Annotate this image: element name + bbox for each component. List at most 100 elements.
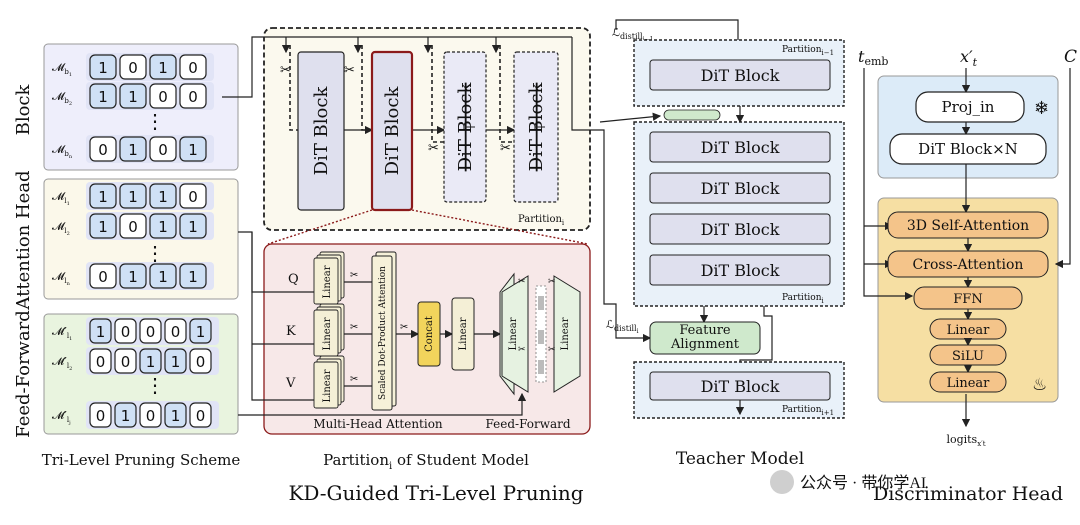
ff-mask-value: 0 [196,407,206,425]
ff-mask-value: 0 [146,323,156,341]
concat-label: Concat [424,316,435,352]
scissors-icon: ✂ [428,141,439,156]
ff-mask-cell [189,348,212,374]
student-caption: Partitioni of Student Model [323,451,529,472]
feature-alignment-box [649,321,761,355]
disc-layer-label: Linear [947,323,991,338]
head-mask-cell [119,213,147,239]
pruning-scheme-caption: Tri-Level Pruning Scheme [42,451,241,469]
teacher-dit-block [649,131,831,163]
q-label: Q [288,272,299,287]
teacher-dit-block [649,172,831,204]
x-input-label: x′t [960,47,978,69]
scissors-icon: ✂ [350,322,358,333]
block-mask-value: 0 [98,141,108,159]
block-mask-cell [179,83,207,109]
teacher-dit-block-label: DiT Block [701,138,780,157]
head-mask-value: 1 [128,268,138,286]
head-mask-value: 1 [98,218,108,236]
discriminator-caption: Discriminator Head [873,483,1063,505]
ff-mask-cell [164,402,187,428]
attention-output-linear-label: Linear [458,317,469,350]
disc-layer [929,371,1007,393]
ff-linear-project [553,275,581,393]
ff-mask-value: 0 [196,353,206,371]
watermark: 公众号 · 带你学AI [770,470,926,494]
block-section-label: Block [13,84,34,136]
scissors-icon: ✂ [344,63,355,78]
wechat-logo-icon [770,470,794,494]
teacher-dit-block-label: DiT Block [701,220,780,239]
ff-mask-value: 1 [121,407,131,425]
scissors-icon: ✂ [500,141,511,156]
head-mask-cell [119,263,147,289]
scissors-icon: ✂ [400,322,408,333]
head-mask-value: 1 [188,218,198,236]
ff-mask-value: 1 [171,407,181,425]
logits-output-label: logitsx′t [946,433,985,448]
ff-mask-label: 𝓜′lj [52,409,71,426]
block-mask-cell [149,54,177,80]
disc-layer-label: FFN [953,292,982,307]
qkv-linear-label: Linear [322,369,333,402]
scissors-icon: ✂ [548,277,556,287]
block-mask-cell [149,136,177,162]
ff-mask-cell [189,318,212,344]
head-mask-cell [179,183,207,209]
ff-mask-cell [114,402,137,428]
attention-head-section-label: Attention Head [13,170,34,310]
main-caption: KD-Guided Tri-Level Pruning [288,481,583,505]
ff-mask-cell [114,348,137,374]
qkv-linear-label: Linear [322,265,333,298]
proj-in-block [915,91,1025,123]
head-mask-cell [119,183,147,209]
student-dit-block-1 [297,51,345,211]
head-ellipsis: ⋮ [145,241,165,265]
dit-block-2-label: DiT Block [382,86,403,176]
teacher-partition-cur-label: Partitioni [782,293,825,305]
ff-mask-value: 0 [171,323,181,341]
ff-mask-cell [89,402,112,428]
block-mask-value: 0 [188,59,198,77]
head-mask-cell [149,213,177,239]
teacher-panel: ℒdistilli−1 Partitioni−1 DiT Block Parti… [606,19,845,469]
student-partition-label: Partitioni [518,214,565,227]
discriminator-panel: temb x′t C Proj_in ❄ DiT Block×N 3D Self… [858,47,1077,505]
block-mask-value: 0 [158,88,168,106]
ff-mask-value: 1 [196,323,206,341]
ff-mask-cell [164,318,187,344]
head-mask-value: 1 [158,268,168,286]
head-mask-cell [89,263,117,289]
ff-mask-cell [89,318,112,344]
mha-label: Multi-Head Attention [313,417,443,431]
ff-mask-value: 1 [96,323,106,341]
ff-mask-value: 1 [171,353,181,371]
ff-linear-project-label: Linear [560,317,571,350]
block-mask-value: 1 [128,141,138,159]
head-mask-cell [149,183,177,209]
fire-icon: ♨ [1032,375,1047,394]
disc-dit-block-n-label: DiT Block×N [918,140,1018,158]
ff-mask-cell [139,348,162,374]
block-mask-cell [179,136,207,162]
t-emb-label: temb [858,47,888,68]
head-mask-value: 1 [158,218,168,236]
feed-forward-section-label: Feed-Forward [13,310,34,438]
block-mask-cell [89,136,117,162]
block-mask-cell [179,54,207,80]
dit-block-1-label: DiT Block [311,86,332,176]
block-mask-value: 0 [158,141,168,159]
student-partition-box [263,27,591,231]
teacher-dit-block [649,254,831,286]
ff-mask-cell [114,318,137,344]
block-mask-cell [119,136,147,162]
head-mask-cell [179,263,207,289]
ff-label: Feed-Forward [485,417,570,431]
block-mask-cell [119,54,147,80]
head-mask-value: 1 [188,268,198,286]
head-mask-value: 0 [98,268,108,286]
disc-layer-label: Linear [947,376,991,391]
sdpa-label: Scaled Dot-Product Attention [378,266,388,400]
